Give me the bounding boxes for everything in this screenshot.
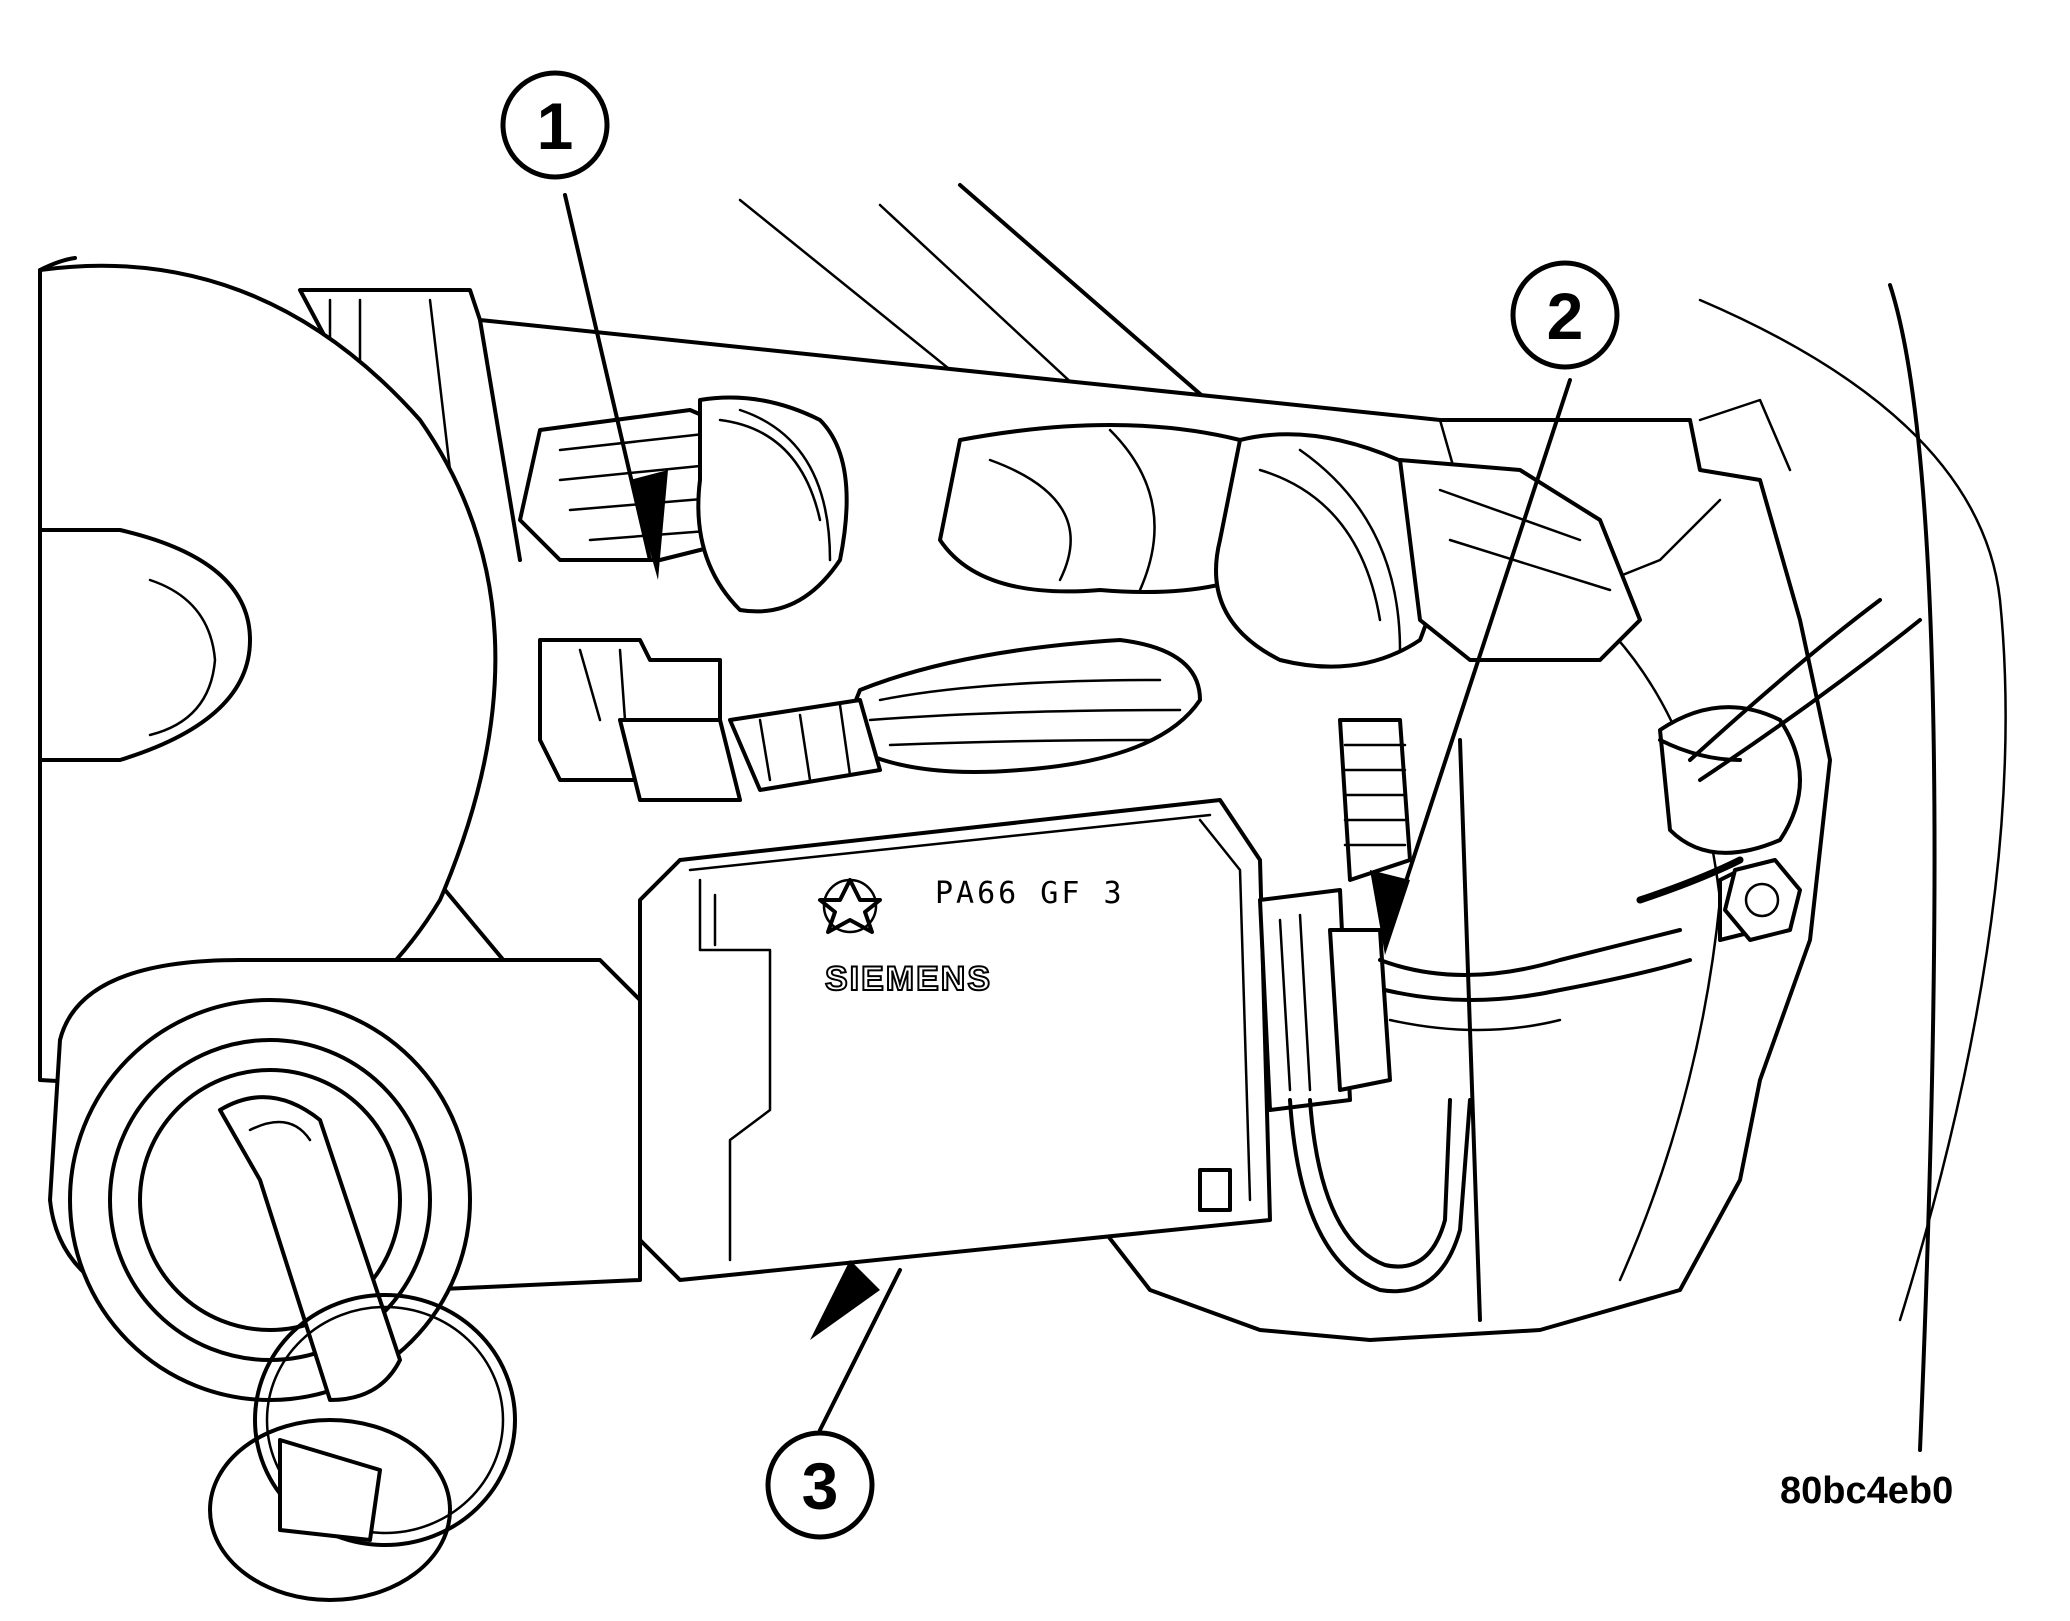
callout-2-label: 2: [1547, 279, 1584, 353]
dash-outline: [738, 183, 2007, 1452]
left-connectors: [538, 638, 742, 802]
figure-code: 80bc4eb0: [1780, 1470, 1953, 1512]
callout-2: 2: [1510, 260, 1620, 370]
callout-3: 3: [765, 1430, 875, 1540]
callout-3-label: 3: [802, 1449, 839, 1523]
callout-1-label: 1: [537, 89, 574, 163]
skim-module: [638, 798, 1272, 1282]
module-brand-label: SIEMENS: [825, 960, 992, 998]
key-ring: [208, 1293, 517, 1602]
leader-arrows: [563, 193, 1572, 1432]
module-material-code: PA66 GF 3: [935, 876, 1125, 911]
arrow-head-1: [630, 470, 668, 580]
arrow-head-2: [1370, 870, 1410, 955]
module-connector: [1258, 718, 1692, 1294]
ignition-lock-cylinder: [48, 958, 642, 1402]
ground-bolt: [1636, 598, 1922, 942]
upper-wire-harness: [518, 395, 1642, 792]
callout-1: 1: [500, 70, 610, 180]
arrow-head-3: [810, 1260, 880, 1340]
